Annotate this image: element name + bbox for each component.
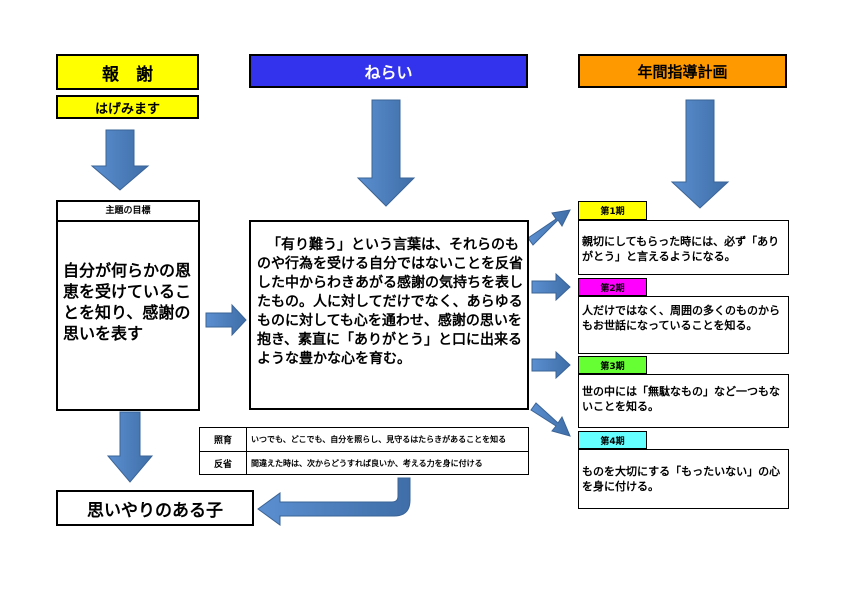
period-3-label-text: 第3期: [600, 361, 625, 372]
header-annual-plan: 年間指導計画: [578, 54, 787, 88]
header-hosha-sub-text: はげみます: [94, 101, 160, 117]
period-2-label: 第2期: [578, 278, 647, 296]
note-text-1: いつでも、どこでも、自分を照らし、見守るはたらきがあることを知る: [251, 435, 507, 444]
down-arrow-left: [90, 129, 150, 191]
period-2-text: 人だけではなく、周囲の多くのものからもお世話になっていることを知る。: [582, 304, 780, 332]
period-1-text: 親切にしてもらった時には、必ず「ありがとう」と言えるようになる。: [582, 235, 780, 263]
note-text-2: 間違えた時は、次からどうすれば良いか、考える力を身に付ける: [251, 459, 483, 468]
period-2-box: 人だけではなく、周囲の多くのものからもお世話になっていることを知る。: [578, 296, 789, 354]
period-3-text: 世の中には「無駄なもの」など一つもないことを知る。: [582, 385, 780, 413]
result-text: 思いやりのある子: [87, 500, 223, 521]
note-label-2: 反省: [200, 452, 247, 475]
note-row-1: 照育 いつでも、どこでも、自分を照らし、見守るはたらきがあることを知る: [200, 428, 528, 452]
header-nerai-text: ねらい: [364, 63, 413, 82]
result-box: 思いやりのある子: [56, 490, 254, 526]
period-1-label-text: 第1期: [600, 207, 625, 217]
arrow-to-period-1: [527, 209, 571, 246]
down-arrow-center: [356, 99, 416, 207]
period-1-label: 第1期: [578, 201, 647, 220]
header-hosha: 報 謝: [56, 54, 199, 90]
right-arrow-goal-to-aim: [205, 303, 247, 337]
note-row-2: 反省 間違えた時は、次からどうすれば良いか、考える力を身に付ける: [200, 452, 528, 475]
goal-text: 自分が何らかの恩恵を受けていることを知り、感謝の思いを表す: [63, 261, 192, 343]
header-nerai: ねらい: [249, 54, 528, 88]
period-3-box: 世の中には「無駄なもの」など一つもないことを知る。: [578, 374, 789, 428]
period-4-label: 第4期: [578, 431, 647, 449]
aim-text: 「有り難う」という言葉は、それらのものや行為を受ける自分ではないことを反省した中…: [257, 237, 523, 367]
note-label-1: 照育: [200, 428, 247, 451]
period-1-box: 親切にしてもらった時には、必ず「ありがとう」と言えるようになる。: [578, 220, 789, 275]
period-4-label-text: 第4期: [600, 436, 625, 447]
period-3-label: 第3期: [578, 356, 647, 374]
header-hosha-text: 報 謝: [102, 64, 153, 85]
period-4-text: ものを大切にする「もったいない」の心を身に付ける。: [582, 465, 781, 493]
down-arrow-right: [670, 99, 730, 209]
aim-box: 「有り難う」という言葉は、それらのものや行為を受ける自分ではないことを反省した中…: [249, 220, 529, 410]
down-arrow-goal-to-result: [106, 411, 154, 483]
arrow-to-period-4: [530, 402, 571, 437]
goal-box: 主題の目標 自分が何らかの恩恵を受けていることを知り、感謝の思いを表す: [56, 200, 200, 411]
curved-arrow-to-result: [257, 477, 411, 526]
arrow-to-period-3: [531, 350, 571, 380]
header-hosha-sub: はげみます: [56, 95, 199, 119]
notes-table: 照育 いつでも、どこでも、自分を照らし、見守るはたらきがあることを知る 反省 間…: [199, 427, 529, 475]
period-4-box: ものを大切にする「もったいない」の心を身に付ける。: [578, 449, 789, 509]
goal-title: 主題の目標: [58, 202, 198, 222]
arrow-to-period-2: [531, 272, 571, 302]
period-2-label-text: 第2期: [600, 283, 625, 294]
header-annual-plan-text: 年間指導計画: [637, 62, 728, 81]
